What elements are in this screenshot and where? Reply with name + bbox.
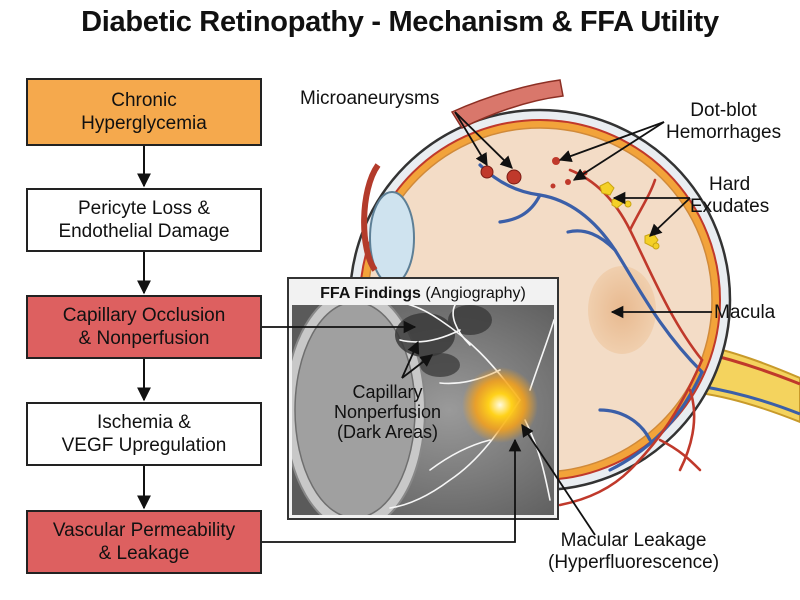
ffa-inset <box>287 277 559 520</box>
flow-box-line: Ischemia & <box>97 412 191 433</box>
label-dot-blot: Dot-blot Hemorrhages <box>666 100 781 144</box>
microaneurysm-dots <box>480 165 522 185</box>
label-hard-exudates: Hard Exudates <box>690 174 769 218</box>
label-line: Nonperfusion <box>334 402 442 422</box>
flow-box-vascular-permeability: Vascular Permeability& Leakage <box>26 510 262 574</box>
flow-box-line: VEGF Upregulation <box>61 435 227 456</box>
label-line: (Hyperfluorescence) <box>548 552 720 573</box>
flow-box-line: Pericyte Loss & <box>78 198 210 219</box>
label-line: Macular Leakage <box>560 530 707 551</box>
retinal-arteries <box>558 168 704 507</box>
flow-box-line: Endothelial Damage <box>58 221 230 242</box>
connector-leakage <box>262 438 522 543</box>
flow-box-line: & Nonperfusion <box>78 328 210 349</box>
flow-box-line: Hyperglycemia <box>81 113 207 134</box>
flow-box-line: Vascular Permeability <box>52 520 236 541</box>
ffa-leakage-spot <box>462 367 538 443</box>
flow-box-line: Capillary Occlusion <box>62 305 226 326</box>
label-line: Capillary <box>352 382 423 402</box>
diagram-title: Diabetic Retinopathy - Mechanism & FFA U… <box>81 6 719 38</box>
flow-box-line: & Leakage <box>98 543 190 564</box>
lens <box>369 191 415 285</box>
flow-box-pericyte-loss: Pericyte Loss &Endothelial Damage <box>26 188 262 252</box>
ffa-title-bold: FFA Findings <box>320 285 421 302</box>
label-macula: Macula <box>714 302 776 323</box>
label-line: (Dark Areas) <box>337 422 439 442</box>
label-line: Hard <box>709 174 751 195</box>
flow-box-line: Chronic <box>111 90 177 111</box>
ffa-dark-area <box>395 313 455 357</box>
macula <box>588 266 656 354</box>
label-macular-leakage: Macular Leakage (Hyperfluorescence) <box>548 530 719 574</box>
optic-nerve <box>699 343 800 424</box>
iris <box>361 163 381 272</box>
label-capillary-nonperfusion: Capillary Nonperfusion (Dark Areas) <box>334 382 441 442</box>
label-pointers <box>401 111 712 536</box>
label-line: Exudates <box>690 196 770 217</box>
flow-box-capillary-occlusion: Capillary Occlusion& Nonperfusion <box>26 295 262 359</box>
ffa-title-rest: (Angiography) <box>425 285 526 302</box>
dot-blot-hemorrhages <box>550 157 588 189</box>
label-line: Dot-blot <box>690 100 757 121</box>
flow-box-ischemia-vegf: Ischemia &VEGF Upregulation <box>26 402 262 466</box>
extraocular-muscle <box>450 79 564 129</box>
ffa-title: FFA Findings (Angiography) <box>292 285 554 303</box>
label-line: Hemorrhages <box>666 122 782 143</box>
label-microaneurysms: Microaneurysms <box>300 88 440 109</box>
